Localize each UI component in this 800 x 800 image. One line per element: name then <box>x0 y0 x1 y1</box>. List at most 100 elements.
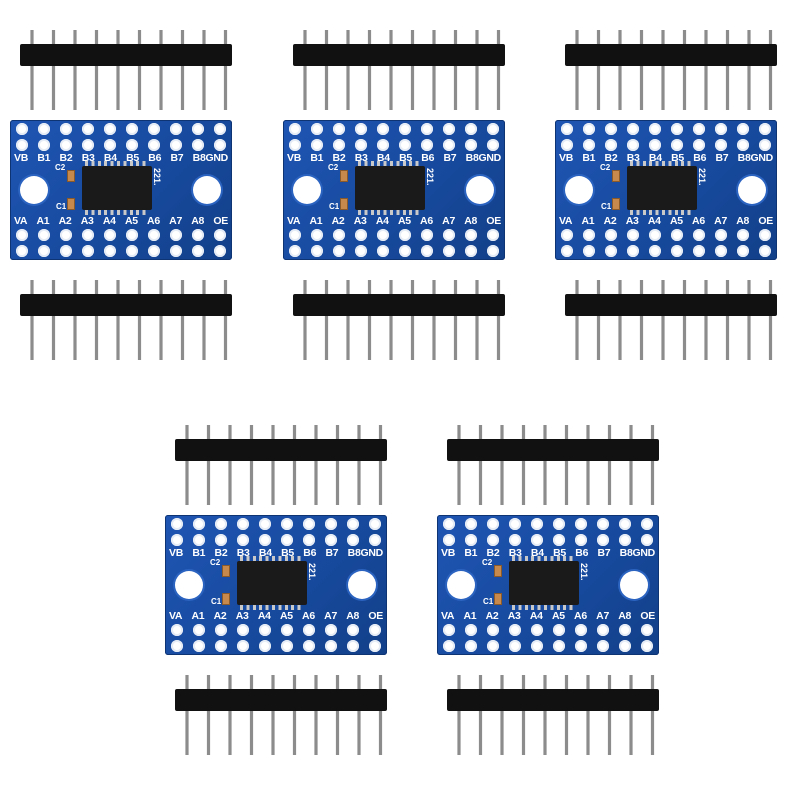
header-pin <box>768 30 773 110</box>
header-pin <box>367 30 372 110</box>
header-pin <box>292 425 297 505</box>
solder-pad <box>561 245 573 257</box>
solder-pad <box>355 245 367 257</box>
solder-pad <box>259 624 271 636</box>
header-pin <box>137 280 142 360</box>
header-pin <box>303 280 307 360</box>
pin-label: A5 <box>397 215 411 227</box>
header-pin <box>202 30 206 110</box>
solder-pad <box>509 640 521 652</box>
header-pin <box>704 280 708 360</box>
solder-pad <box>215 624 227 636</box>
solder-pad <box>605 139 617 151</box>
solder-pad <box>619 534 631 546</box>
header-pin <box>223 280 228 360</box>
pin-label: B7 <box>325 547 339 559</box>
solder-pad <box>60 139 72 151</box>
pin-header-strip <box>175 689 387 711</box>
solder-pad <box>377 123 389 135</box>
header-pin <box>324 280 329 360</box>
header-pin <box>228 425 232 505</box>
solder-pad <box>171 640 183 652</box>
solder-pad <box>715 139 727 151</box>
mounting-hole-left <box>175 571 203 599</box>
solder-pad <box>641 534 653 546</box>
solder-pad <box>377 245 389 257</box>
capacitor-c2 <box>67 170 75 182</box>
header-pin <box>596 30 601 110</box>
header-pin <box>607 675 612 755</box>
header-pin <box>575 30 579 110</box>
pad-row <box>16 139 226 153</box>
pad-row <box>561 229 771 243</box>
header-pin <box>346 280 350 360</box>
solder-pad <box>193 640 205 652</box>
pin-label: A1 <box>36 215 50 227</box>
solder-pad <box>237 640 249 652</box>
capacitor-c1 <box>67 198 75 210</box>
header-pin <box>747 280 751 360</box>
mounting-hole-left <box>447 571 475 599</box>
solder-pad <box>215 534 227 546</box>
pin-label: B6 <box>575 547 589 559</box>
header-pin <box>564 425 569 505</box>
solder-pad <box>303 624 315 636</box>
solder-pad <box>347 624 359 636</box>
solder-pad <box>355 229 367 241</box>
solder-pad <box>715 245 727 257</box>
solder-pad <box>465 534 477 546</box>
solder-pad <box>369 624 381 636</box>
solder-pad <box>369 640 381 652</box>
solder-pad <box>487 518 499 530</box>
header-pin <box>475 280 479 360</box>
solder-pad <box>399 139 411 151</box>
solder-pad <box>737 139 749 151</box>
solder-pad <box>170 139 182 151</box>
solder-pad <box>737 229 749 241</box>
header-pin <box>202 280 206 360</box>
solder-pad <box>443 139 455 151</box>
solder-pad <box>487 624 499 636</box>
solder-pad <box>104 229 116 241</box>
solder-pad <box>333 123 345 135</box>
pin-label: A8 <box>618 610 632 622</box>
solder-pad <box>170 123 182 135</box>
solder-pad <box>597 534 609 546</box>
solder-pad <box>583 139 595 151</box>
solder-pad <box>531 624 543 636</box>
solder-pad <box>641 624 653 636</box>
pin-label: A4 <box>375 215 389 227</box>
solder-pad <box>347 518 359 530</box>
pin-label: VA <box>559 215 573 227</box>
header-pin <box>453 30 458 110</box>
solder-pad <box>369 534 381 546</box>
solder-pad <box>597 624 609 636</box>
solder-pad <box>605 229 617 241</box>
header-pin <box>496 280 501 360</box>
c2-label: C2 <box>210 558 221 567</box>
solder-pad <box>605 245 617 257</box>
header-pin <box>357 675 361 755</box>
ic-chip <box>237 556 307 610</box>
solder-pad <box>759 139 771 151</box>
header-pin <box>223 30 228 110</box>
solder-pad <box>325 640 337 652</box>
pad-row <box>561 123 771 137</box>
pin-label: B2 <box>486 547 500 559</box>
pin-label: A3 <box>625 215 639 227</box>
pin-label: B2 <box>214 547 228 559</box>
solder-pad <box>693 229 705 241</box>
pin-label: A5 <box>124 215 138 227</box>
header-pin <box>682 30 687 110</box>
header-pin <box>618 280 622 360</box>
header-pin <box>228 675 232 755</box>
header-pin <box>457 675 461 755</box>
pin-label: A6 <box>420 215 433 227</box>
header-pin <box>500 675 504 755</box>
pin-label: VA <box>287 215 301 227</box>
solder-pad <box>641 518 653 530</box>
mounting-hole-left <box>565 176 593 204</box>
chip-code-label: 221. <box>152 168 162 186</box>
